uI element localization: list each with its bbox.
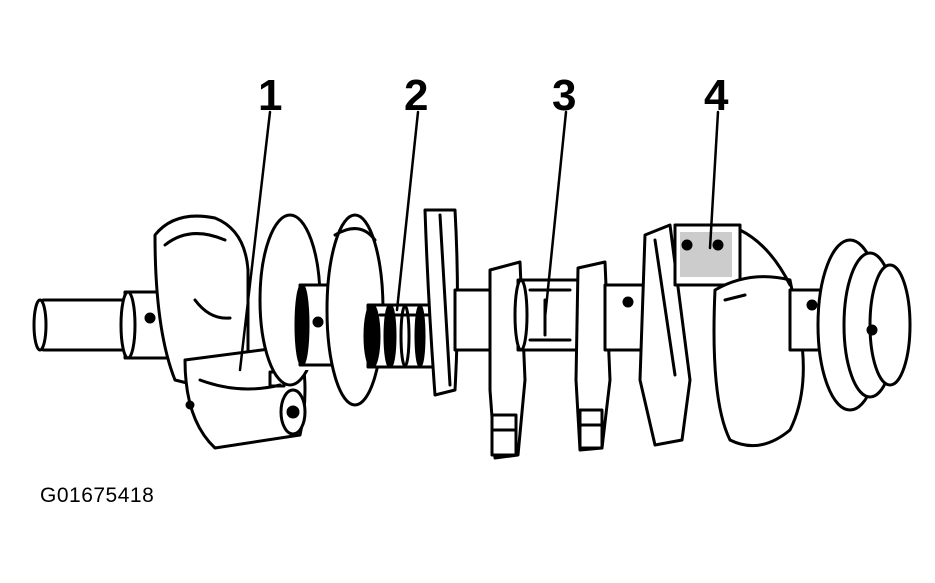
callout-3: 3 <box>552 71 577 120</box>
callout-2: 2 <box>404 71 429 120</box>
leader-line-1 <box>238 110 272 372</box>
counterweight-rear <box>712 228 805 448</box>
figure-id: G01675418 <box>40 484 155 507</box>
callout-1: 1 <box>258 71 283 120</box>
crank-web-4 <box>638 223 692 447</box>
leader-line-3 <box>543 110 568 320</box>
callout-4: 4 <box>704 71 729 120</box>
rear-flange <box>816 238 912 412</box>
leader-lines <box>238 110 720 372</box>
leader-line-4 <box>708 110 720 250</box>
leader-line-2 <box>395 110 420 312</box>
crank-arm-3 <box>574 260 612 452</box>
thrust-journal <box>363 303 440 369</box>
rear-pad <box>673 223 742 287</box>
crank-web-3 <box>423 208 459 397</box>
